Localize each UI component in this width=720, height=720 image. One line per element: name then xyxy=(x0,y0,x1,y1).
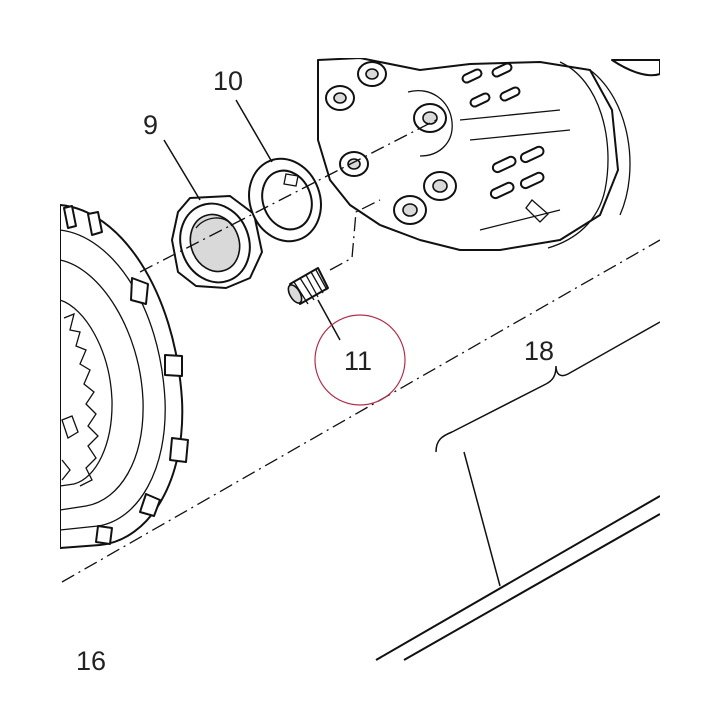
center-axis-upper xyxy=(139,117,441,273)
spring-part-11 xyxy=(287,267,329,305)
crop-right xyxy=(660,0,720,720)
callout-11: 11 xyxy=(344,346,372,376)
crop-left xyxy=(0,0,60,720)
hub-slots xyxy=(461,62,545,200)
leader-18 xyxy=(463,451,501,587)
main-axis-line xyxy=(61,239,661,583)
leader-10 xyxy=(235,99,273,163)
highlight-circle-11 xyxy=(314,314,406,406)
callout-10: 10 xyxy=(213,66,243,96)
leader-9 xyxy=(163,139,201,201)
hub-bosses xyxy=(325,61,457,225)
nut-part-9 xyxy=(171,195,263,289)
clutch-hub-assembly xyxy=(317,57,661,251)
shaft-part-18 xyxy=(375,495,661,661)
callout-9: 9 xyxy=(143,110,158,140)
spring-axis xyxy=(329,199,381,271)
callout-16: 16 xyxy=(76,646,106,676)
washer-part-10 xyxy=(248,157,322,243)
crop-top xyxy=(0,0,720,58)
clutch-drum xyxy=(59,204,189,549)
bracket-18 xyxy=(435,321,661,453)
leader-11 xyxy=(317,299,341,341)
crop-bottom xyxy=(0,662,720,720)
callout-18: 18 xyxy=(524,336,554,366)
